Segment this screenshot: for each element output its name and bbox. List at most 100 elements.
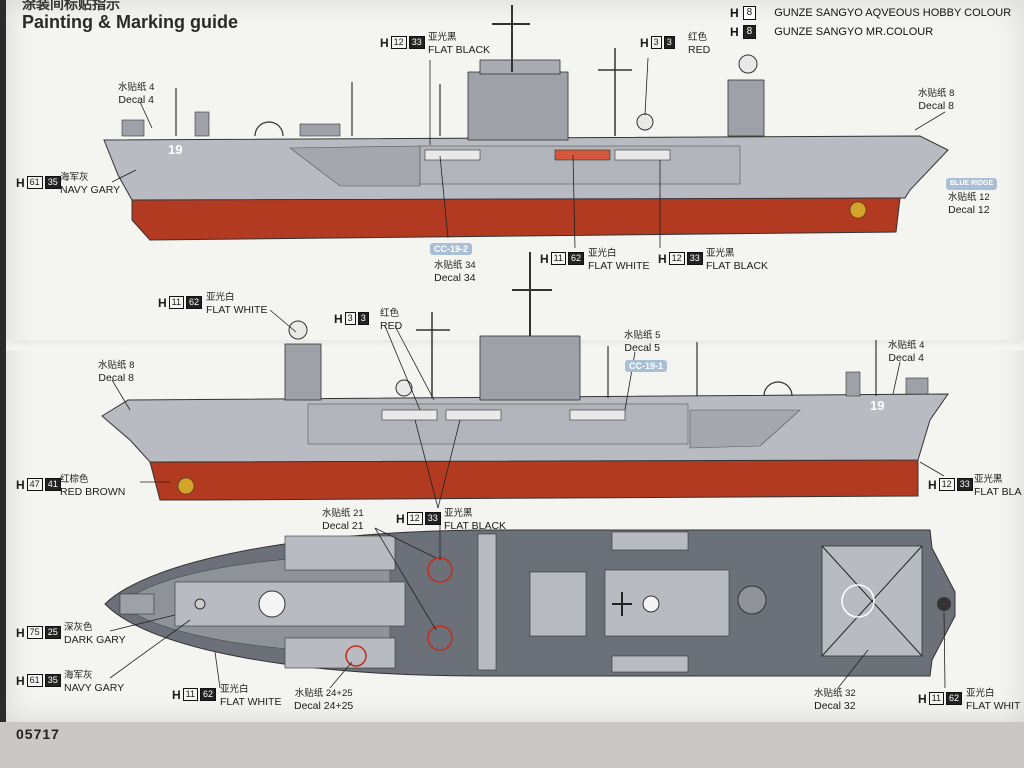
decal-en: Decal 32	[814, 700, 856, 712]
decal-cn: 水贴纸 12	[948, 192, 990, 203]
callout-h-code: 12	[668, 252, 685, 265]
callout-m-code: 33	[424, 512, 441, 525]
callout-en: RED	[688, 44, 711, 56]
callout-h-code: 11	[182, 688, 199, 701]
callout-cn: 深灰色	[64, 622, 93, 633]
hull-badge-cc19-1: CC-19-1	[625, 360, 668, 372]
port-side-view	[101, 252, 949, 501]
callout-h-code: 75	[26, 626, 43, 639]
decal-en: Decal 4	[118, 94, 155, 106]
callout-en: FLAT BLACK	[706, 260, 769, 272]
callout-m-code: 62	[186, 296, 203, 309]
decal-cn: 水贴纸 8	[918, 88, 955, 99]
callout-en: DARK GARY	[64, 634, 126, 646]
callout-h-code: 11	[550, 252, 567, 265]
decal-en: Decal 8	[918, 100, 955, 112]
callout-cn: 亚光黑	[706, 248, 735, 259]
callout-m-code: 62	[200, 688, 217, 701]
decal-cn: 水贴纸 4	[118, 82, 155, 93]
decal-en: Decal 24+25	[294, 700, 354, 712]
callout-en: NAVY GARY	[60, 184, 121, 196]
callout-en: FLAT BLACK	[444, 520, 507, 532]
decal-cn: 水贴纸 4	[888, 340, 925, 351]
callout-m-code: 33	[956, 478, 973, 491]
decal-cn: 水贴纸 34	[434, 260, 476, 271]
page-title: Painting & Marking guide	[22, 12, 239, 32]
callout-en: FLAT WHITE	[220, 696, 282, 708]
callout-cn: 亚光黑	[974, 474, 1003, 485]
legend-mr-label: GUNZE SANGYO MR.COLOUR	[774, 26, 934, 38]
port-red-hull	[149, 457, 919, 501]
callout-h-code: 12	[938, 478, 955, 491]
callout-h-code: 47	[26, 478, 43, 491]
port-hull-number: 19	[870, 398, 885, 413]
legend-mr-box: 8	[742, 25, 757, 39]
callout-cn: 亚光白	[206, 292, 235, 303]
callout-en: FLAT BLA	[974, 486, 1022, 498]
decal-cn: 水贴纸 8	[98, 360, 135, 371]
decal-en: Decal 5	[624, 342, 661, 354]
callout-en: RED	[380, 320, 403, 332]
callout-cn: 海军灰	[60, 172, 89, 183]
callout-m-code: 25	[44, 626, 61, 639]
callout-cn: 红色	[380, 308, 400, 319]
decal-en: Decal 4	[888, 352, 925, 364]
callout-en: FLAT WHIT	[966, 700, 1021, 712]
callout-h-code: 3	[650, 36, 662, 49]
legend-aqueous-label: GUNZE SANGYO AQVEOUS HOBBY COLOUR	[774, 7, 1012, 19]
callout-en: RED BROWN	[60, 486, 126, 498]
decal-cn: 水贴纸 5	[624, 330, 661, 341]
callout-en: FLAT BLACK	[428, 44, 491, 56]
callout-cn: 海军灰	[64, 670, 93, 681]
decal-en: Decal 8	[98, 372, 135, 384]
callout-h-code: 12	[406, 512, 423, 525]
callout-h-code: 3	[344, 312, 356, 325]
legend-aqueous-box: 8	[742, 6, 757, 20]
callout-h-code: 61	[26, 176, 43, 189]
callout-cn: 亚光黑	[444, 508, 473, 519]
decal-en: Decal 34	[434, 272, 476, 284]
callout-h-code: 11	[928, 692, 945, 705]
hull-badge-cc19-2: CC-19-2	[430, 243, 473, 255]
stern-name-badge: BLUE RIDGE	[946, 178, 998, 190]
callout-h-code: 12	[390, 36, 407, 49]
callout-cn: 红色	[688, 32, 708, 43]
callout-cn: 亚光黑	[428, 32, 457, 43]
callout-en: FLAT WHITE	[206, 304, 268, 316]
decal-en: Decal 12	[948, 204, 990, 216]
table-surface	[0, 722, 1024, 768]
page-title-cn: 涂装间标贴指示	[22, 0, 120, 12]
callout-en: NAVY GARY	[64, 682, 125, 694]
callout-m-code: 62	[946, 692, 963, 705]
